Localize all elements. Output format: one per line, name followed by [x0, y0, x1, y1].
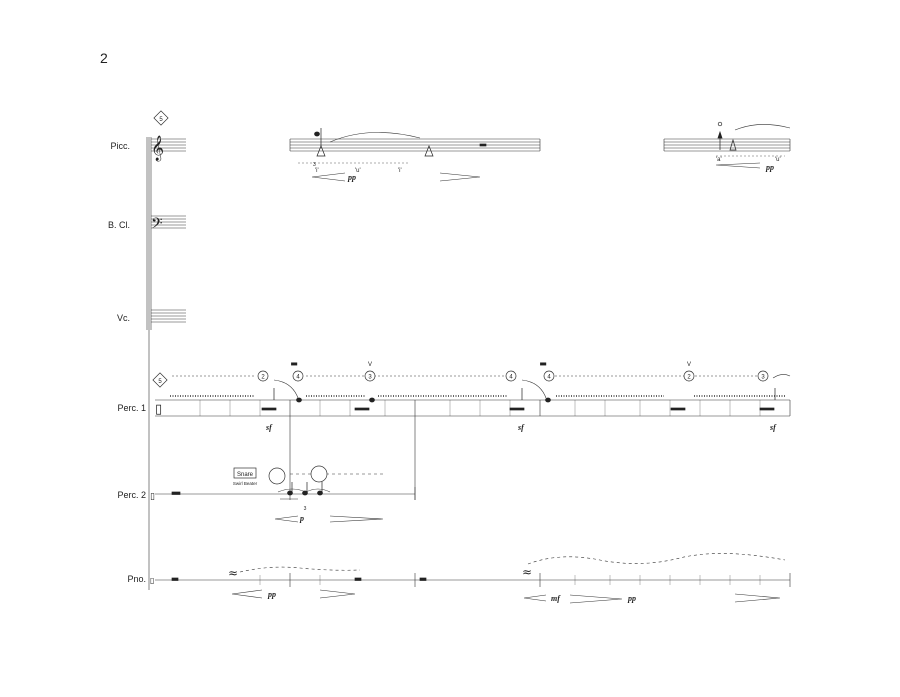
svg-text:2: 2 — [261, 375, 265, 381]
pno-staff — [155, 553, 791, 604]
svg-text:'i': 'i' — [315, 168, 319, 174]
instrument-label-perc1: Perc. 1 — [117, 403, 146, 413]
svg-text:'i': 'i' — [398, 168, 402, 174]
instrument-label-picc: Picc. — [110, 141, 130, 151]
svg-text:'u': 'u' — [355, 168, 361, 174]
picc-dim — [439, 172, 481, 182]
rehearsal-mark-top — [153, 110, 169, 126]
svg-text:2: 2 — [687, 375, 691, 381]
svg-text:▯: ▯ — [150, 576, 154, 585]
page-number: 2 — [100, 50, 108, 66]
svg-text:V: V — [687, 362, 691, 368]
beater-label: Swirl Beater — [233, 481, 258, 486]
picc-staff — [151, 138, 791, 152]
picc-cresc — [311, 172, 346, 182]
dynamic-sf: sf — [769, 423, 777, 432]
dynamic-pp: pp — [765, 163, 774, 172]
svg-text:3: 3 — [304, 506, 307, 512]
svg-text:▬: ▬ — [539, 359, 547, 368]
instrument-label-perc2: Perc. 2 — [117, 490, 146, 500]
bass-clef-icon: 𝄢 — [151, 215, 163, 236]
snare-box — [233, 467, 257, 479]
treble-clef-icon: 𝄞 — [151, 135, 164, 161]
picc-slur — [329, 132, 421, 143]
svg-text:'u': 'u' — [775, 157, 781, 163]
rehearsal-mark-perc — [152, 372, 168, 388]
rehearsal-mark-label: 5 — [159, 117, 163, 123]
position-circle — [257, 370, 269, 382]
svg-text:▯: ▯ — [155, 402, 162, 417]
svg-text:▬: ▬ — [290, 359, 298, 368]
snare-label: Snare — [237, 472, 254, 478]
dynamic-mf: mf — [551, 594, 561, 603]
svg-text:4: 4 — [509, 375, 513, 381]
picc-cresc-b — [715, 162, 761, 169]
dynamic-sf: sf — [517, 423, 525, 432]
svg-text:4: 4 — [296, 375, 300, 381]
svg-text:4: 4 — [547, 375, 551, 381]
dynamic-sf: sf — [265, 423, 273, 432]
svg-text:'a': 'a' — [716, 157, 722, 163]
vc-staff — [151, 309, 186, 323]
dynamic-pp: pp — [347, 173, 356, 182]
instrument-label-vc: Vc. — [116, 313, 130, 323]
svg-text:V: V — [368, 362, 372, 368]
svg-text:▯: ▯ — [150, 492, 155, 502]
dynamic-p: p — [299, 514, 304, 523]
wave-icon: ≈ — [228, 566, 238, 580]
dynamic-pp: pp — [267, 590, 276, 599]
perc1-staff — [155, 375, 791, 500]
bcl-staff — [151, 215, 186, 229]
svg-text:3: 3 — [761, 375, 765, 381]
instrument-label-bcl: B. Cl. — [107, 220, 130, 230]
picc-note — [314, 131, 320, 137]
rehearsal-mark-label-perc: 5 — [158, 379, 162, 385]
svg-text:3: 3 — [313, 162, 316, 168]
perc2-staff — [155, 473, 416, 500]
instrument-label-pno: Pno. — [127, 574, 146, 584]
snare-zone-icon — [268, 467, 286, 485]
svg-text:≈: ≈ — [522, 565, 532, 579]
svg-text:3: 3 — [368, 375, 372, 381]
dynamic-pp: pp — [627, 594, 636, 603]
